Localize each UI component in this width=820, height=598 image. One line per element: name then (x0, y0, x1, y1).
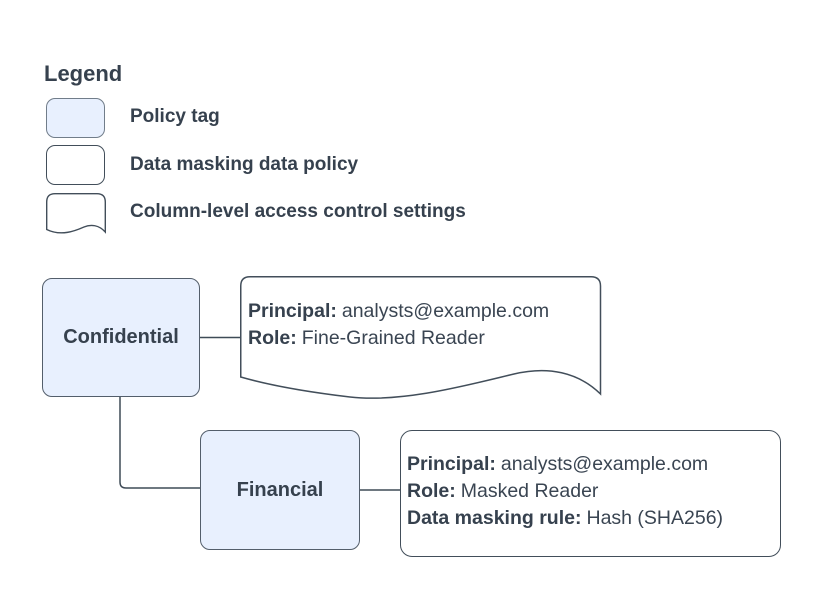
principal-line: Principal:analysts@example.com (407, 453, 709, 475)
policy-tag-node-confidential: Confidential (42, 278, 200, 397)
role-line: Role:Fine-Grained Reader (248, 327, 485, 349)
policy-tag-node-financial: Financial (200, 430, 360, 550)
legend-swatch-column-access-document-shape (46, 193, 106, 234)
legend-swatch-data-masking-policy (46, 145, 105, 185)
legend-label-data-masking-policy: Data masking data policy (130, 154, 359, 175)
data-masking-policy-text: Principal:analysts@example.com Role:Mask… (407, 451, 723, 532)
column-access-settings-document-shape (240, 276, 602, 399)
role-line: Role:Masked Reader (407, 480, 599, 502)
data-masking-policy-box (400, 430, 781, 557)
principal-line: Principal:analysts@example.com (248, 300, 550, 322)
masking-rule-line: Data masking rule:Hash (SHA256) (407, 507, 724, 529)
column-access-settings-text: Principal:analysts@example.com Role:Fine… (248, 298, 549, 352)
connector-confidential-to-financial (119, 397, 200, 489)
legend-swatch-policy-tag (46, 98, 105, 138)
legend-title: Legend (44, 61, 123, 86)
legend-label-column-access: Column-level access control settings (130, 201, 466, 222)
legend-label-policy-tag: Policy tag (130, 106, 220, 127)
